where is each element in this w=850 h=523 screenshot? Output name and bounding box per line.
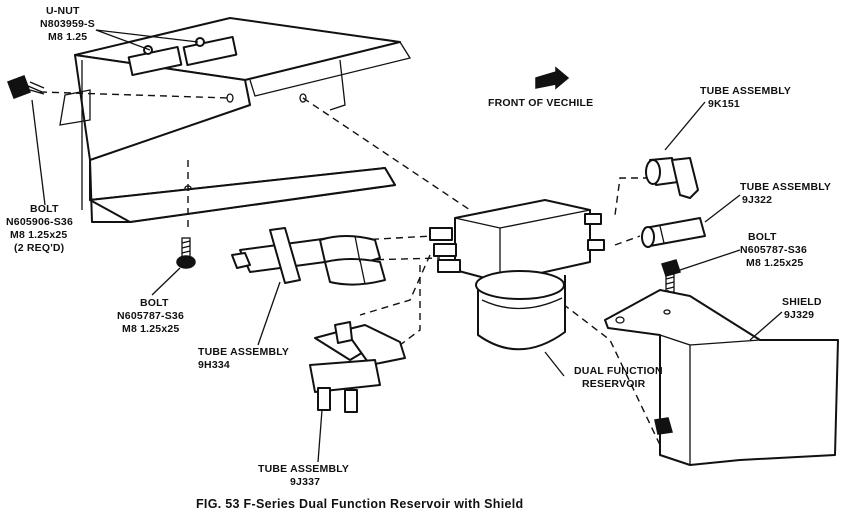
label-tube-9h334: TUBE ASSEMBLY 9H334 xyxy=(198,346,289,371)
svg-text:N803959-S: N803959-S xyxy=(40,18,95,30)
svg-text:TUBE ASSEMBLY: TUBE ASSEMBLY xyxy=(700,85,791,97)
svg-text:N605906-S36: N605906-S36 xyxy=(6,216,73,228)
tube-9j322 xyxy=(641,217,706,248)
svg-text:9H334: 9H334 xyxy=(198,359,230,371)
label-bolt-mid: BOLT N605787-S36 M8 1.25x25 xyxy=(117,297,184,335)
bolt-left xyxy=(7,75,45,99)
front-arrow-icon xyxy=(535,66,570,90)
figure-caption: FIG. 53 F-Series Dual Function Reservoir… xyxy=(196,497,523,511)
svg-text:9J322: 9J322 xyxy=(742,194,772,206)
label-tube-9k151: TUBE ASSEMBLY 9K151 xyxy=(700,85,791,110)
label-tube-9j322: TUBE ASSEMBLY 9J322 xyxy=(740,181,831,206)
svg-text:N605787-S36: N605787-S36 xyxy=(117,310,184,322)
svg-text:M8 1.25x25: M8 1.25x25 xyxy=(122,323,179,335)
leader-lines xyxy=(31,29,783,463)
label-u-nut: U-NUT N803959-S M8 1.25 xyxy=(40,5,95,43)
dual-function-reservoir xyxy=(429,199,605,351)
svg-text:9J337: 9J337 xyxy=(290,476,320,488)
bolt-mid xyxy=(176,237,196,269)
svg-text:BOLT: BOLT xyxy=(140,297,169,309)
shield xyxy=(604,289,839,466)
svg-text:M8 1.25: M8 1.25 xyxy=(48,31,87,43)
svg-text:U-NUT: U-NUT xyxy=(46,5,80,17)
svg-text:BOLT: BOLT xyxy=(748,231,777,243)
svg-text:N605787-S36: N605787-S36 xyxy=(740,244,807,256)
svg-text:TUBE ASSEMBLY: TUBE ASSEMBLY xyxy=(258,463,349,475)
svg-text:9K151: 9K151 xyxy=(708,98,740,110)
svg-text:DUAL FUNCTION: DUAL FUNCTION xyxy=(574,365,663,377)
svg-text:(2 REQ'D): (2 REQ'D) xyxy=(14,242,64,254)
tube-9h334 xyxy=(231,227,386,286)
tube-9k151 xyxy=(645,157,699,199)
bolt-right xyxy=(661,259,681,293)
label-tube-9j337: TUBE ASSEMBLY 9J337 xyxy=(258,463,349,488)
svg-text:FRONT OF VECHILE: FRONT OF VECHILE xyxy=(488,97,593,109)
label-front-of-vehicle: FRONT OF VECHILE xyxy=(488,97,593,109)
svg-text:M8 1.25x25: M8 1.25x25 xyxy=(10,229,67,241)
svg-text:TUBE ASSEMBLY: TUBE ASSEMBLY xyxy=(740,181,831,193)
svg-text:TUBE ASSEMBLY: TUBE ASSEMBLY xyxy=(198,346,289,358)
label-bolt-right: BOLT N605787-S36 M8 1.25x25 xyxy=(740,231,807,269)
label-reservoir: DUAL FUNCTION RESERVOIR xyxy=(574,365,663,390)
svg-text:SHIELD: SHIELD xyxy=(782,296,822,308)
tube-9j337 xyxy=(309,321,406,413)
svg-text:RESERVOIR: RESERVOIR xyxy=(582,378,646,390)
svg-text:BOLT: BOLT xyxy=(30,203,59,215)
svg-text:M8 1.25x25: M8 1.25x25 xyxy=(746,257,803,269)
frame-bracket xyxy=(59,17,412,223)
label-bolt-left: BOLT N605906-S36 M8 1.25x25 (2 REQ'D) xyxy=(6,203,73,254)
label-shield: SHIELD 9J329 xyxy=(782,296,822,321)
svg-text:9J329: 9J329 xyxy=(784,309,814,321)
